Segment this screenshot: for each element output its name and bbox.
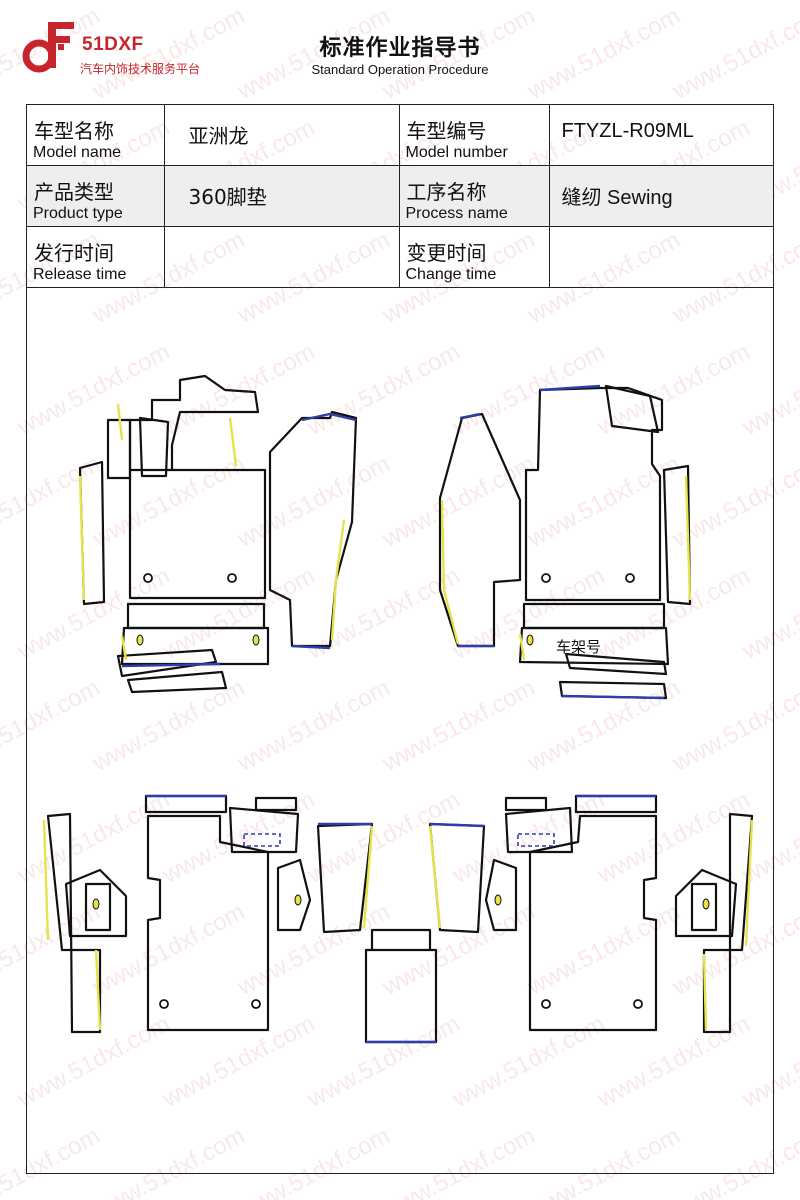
product-type-value: 360脚垫	[188, 185, 267, 209]
watermark-text: www.51dxf.com	[668, 2, 800, 105]
model-number-value: FTYZL-R09ML	[561, 120, 694, 142]
model-name-value-cell: 亚洲龙	[163, 105, 400, 166]
model-name-label-cell: 车型名称 Model name	[27, 105, 165, 166]
info-row: 发行时间 Release time 变更时间 Change time	[27, 226, 773, 288]
release-time-label-cn: 发行时间	[34, 241, 114, 265]
page-subtitle: Standard Operation Procedure	[311, 62, 489, 77]
process-name-value-cell: 缝纫 Sewing	[548, 165, 773, 227]
change-time-label-cn: 变更时间	[406, 241, 487, 265]
frame-number-label: 车架号	[556, 638, 602, 656]
process-name-value: 缝纫 Sewing	[561, 187, 673, 209]
change-time-label-cell: 变更时间 Change time	[398, 226, 550, 288]
process-name-label-cell: 工序名称 Process name	[398, 165, 550, 227]
info-row: 产品类型 Product type 360脚垫 工序名称 Process nam…	[27, 165, 773, 227]
product-type-label-cell: 产品类型 Product type	[27, 165, 165, 227]
logo-mark-icon	[22, 22, 74, 73]
model-name-label-cn: 车型名称	[34, 119, 114, 143]
logo-subtitle: 汽车内饰技术服务平台	[80, 62, 201, 76]
release-time-label-cell: 发行时间 Release time	[27, 226, 165, 288]
release-time-label-en: Release time	[33, 266, 127, 283]
process-name-label-en: Process name	[405, 205, 508, 222]
model-number-label-cn: 车型编号	[406, 119, 487, 143]
model-name-label-en: Model name	[33, 144, 122, 161]
process-name-label-cn: 工序名称	[406, 180, 487, 204]
change-time-value-cell	[548, 226, 773, 288]
info-row: 车型名称 Model name 亚洲龙 车型编号 Model number FT…	[27, 105, 773, 166]
model-number-label-cell: 车型编号 Model number	[398, 105, 550, 166]
logo-brand: 51DXF	[82, 34, 144, 55]
model-name-value: 亚洲龙	[188, 124, 249, 148]
sop-sheet: 车型名称 Model name 亚洲龙 车型编号 Model number FT…	[26, 104, 774, 1174]
change-time-label-en: Change time	[405, 266, 497, 283]
model-number-label-en: Model number	[405, 144, 508, 161]
product-type-label-cn: 产品类型	[34, 180, 114, 204]
logo: 51DXF 汽车内饰技术服务平台	[22, 18, 252, 78]
product-type-value-cell: 360脚垫	[163, 165, 400, 227]
product-type-label-en: Product type	[33, 205, 123, 222]
watermark-text: www.51dxf.com	[523, 2, 685, 105]
info-table: 车型名称 Model name 亚洲龙 车型编号 Model number FT…	[27, 105, 773, 288]
page-title: 标准作业指导书	[319, 36, 481, 61]
release-time-value-cell	[163, 226, 400, 288]
model-number-value-cell: FTYZL-R09ML	[548, 105, 773, 166]
